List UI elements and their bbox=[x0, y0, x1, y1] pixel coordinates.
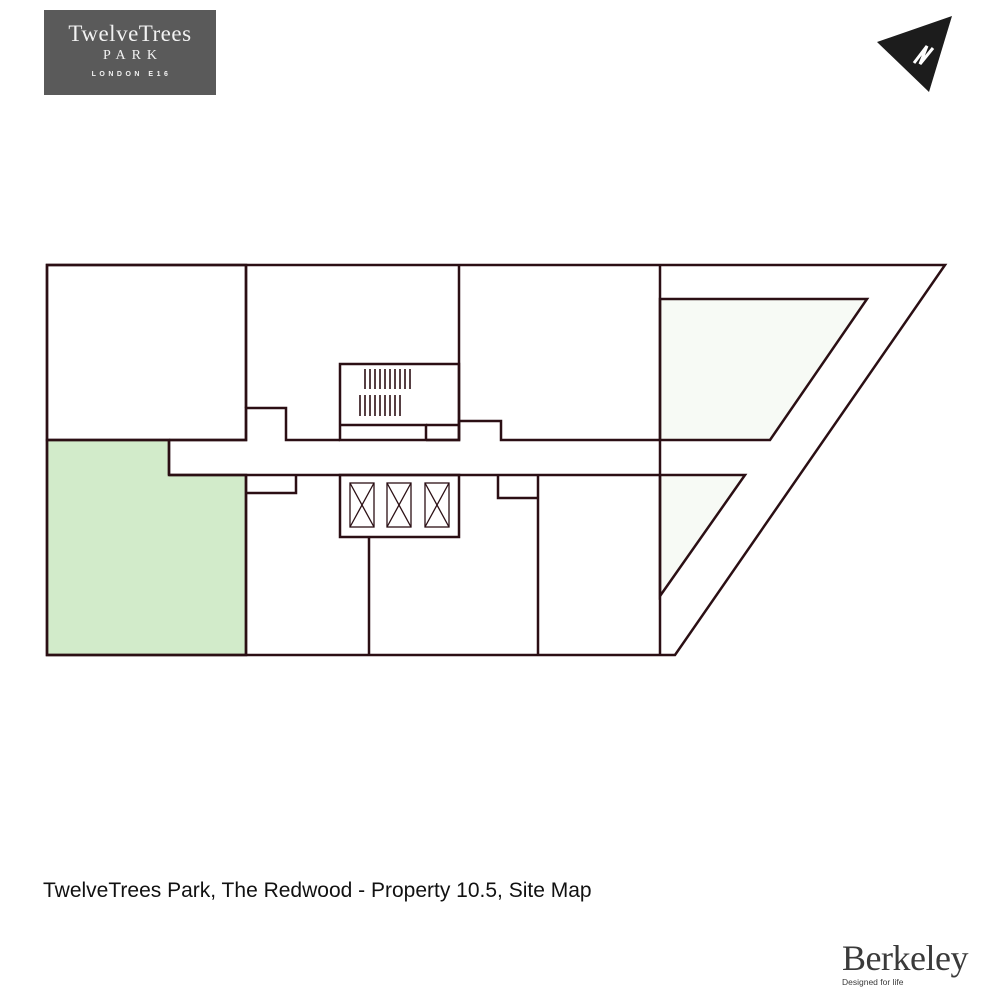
brand-tagline: Designed for life bbox=[842, 977, 904, 987]
lift-core bbox=[338, 473, 461, 539]
lift-icons bbox=[349, 482, 450, 528]
site-map-caption: TwelveTrees Park, The Redwood - Property… bbox=[43, 879, 592, 902]
berkeley-logo: Berkeley Designed for life bbox=[842, 938, 968, 987]
logo-subtitle: PARK bbox=[102, 48, 164, 63]
brand-name: Berkeley bbox=[842, 938, 968, 978]
logo-location: LONDON E16 bbox=[91, 71, 172, 78]
lift-icon bbox=[424, 482, 450, 528]
building-outline bbox=[45, 263, 948, 657]
lift-icon bbox=[349, 482, 375, 528]
stair-treads-icon bbox=[359, 369, 411, 416]
balcony-upper bbox=[658, 297, 870, 442]
lift-icon bbox=[386, 482, 412, 528]
north-arrow-icon bbox=[877, 16, 952, 92]
balcony-lower bbox=[658, 473, 748, 600]
unit-highlighted-10-5[interactable] bbox=[45, 438, 248, 657]
corridor-top-edge bbox=[169, 406, 340, 442]
unit-top-left[interactable] bbox=[45, 263, 248, 442]
logo-title: TwelveTrees bbox=[68, 21, 192, 46]
stair-core bbox=[338, 362, 461, 442]
twelvetrees-park-logo: TwelveTrees PARK LONDON E16 bbox=[44, 10, 216, 95]
